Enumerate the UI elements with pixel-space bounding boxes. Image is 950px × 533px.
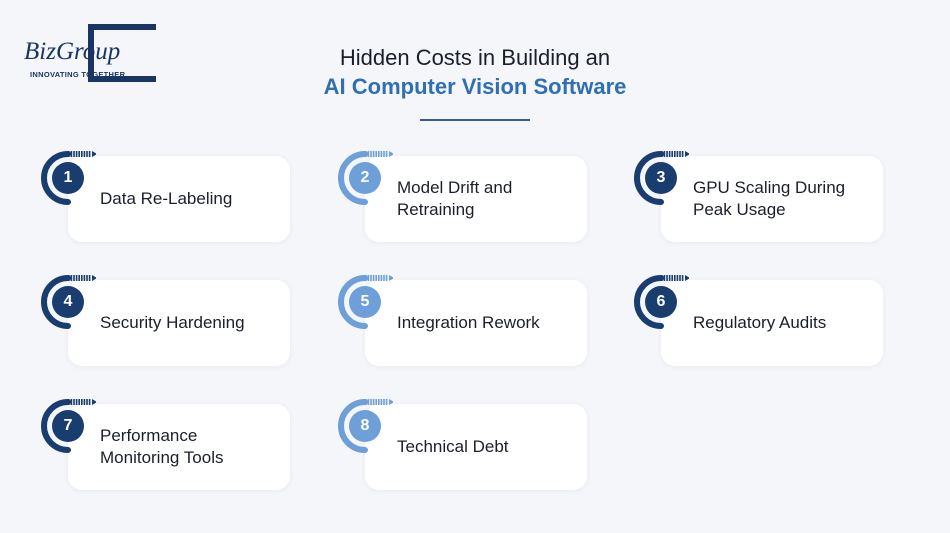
cost-card-6: 6 Regulatory Audits (633, 274, 883, 366)
card-number: 2 (349, 162, 381, 194)
progress-ring-icon (338, 151, 393, 205)
card-box (68, 280, 290, 366)
card-box (661, 280, 883, 366)
progress-ring-icon (634, 151, 689, 205)
progress-ring-icon (634, 275, 689, 329)
card-label: Integration Rework (397, 313, 540, 332)
title-underline (420, 119, 530, 121)
card-number: 1 (52, 162, 84, 194)
card-box (68, 156, 290, 242)
cost-card-5: 5 Integration Rework (337, 274, 587, 366)
progress-ring-icon (41, 151, 96, 205)
card-box (365, 156, 587, 242)
progress-ring-icon (41, 275, 96, 329)
card-box (661, 156, 883, 242)
cost-card-4: 4 Security Hardening (40, 274, 290, 366)
card-label: Model Drift and Retraining (397, 178, 513, 219)
card-box (68, 404, 290, 490)
card-label: GPU Scaling During Peak Usage (693, 178, 846, 219)
card-box (365, 404, 587, 490)
cost-card-3: 3 GPU Scaling During Peak Usage (633, 150, 883, 242)
card-number: 6 (645, 286, 677, 318)
card-box (365, 280, 587, 366)
logo-frame-inner (94, 30, 156, 76)
card-number: 4 (52, 286, 84, 318)
cost-card-7: 7 Performance Monitoring Tools (40, 398, 290, 490)
progress-ring-icon (41, 399, 96, 453)
card-number: 8 (349, 410, 381, 442)
logo-tagline: INNOVATING TOGETHER (30, 70, 126, 79)
card-number: 5 (349, 286, 381, 318)
progress-ring-icon (338, 399, 393, 453)
card-label: Regulatory Audits (693, 313, 827, 332)
bizgroup-logo[interactable]: BizGroup INNOVATING TOGETHER (22, 24, 156, 84)
card-number: 3 (645, 162, 677, 194)
card-label: Security Hardening (100, 313, 245, 332)
title-line-1: Hidden Costs in Building an (339, 45, 611, 70)
title-line-2: AI Computer Vision Software (323, 74, 627, 99)
card-label: Performance Monitoring Tools (100, 426, 224, 467)
progress-ring-icon (338, 275, 393, 329)
cost-card-1: 1 Data Re-Labeling (40, 150, 290, 242)
card-label: Technical Debt (397, 437, 509, 456)
card-number: 7 (52, 410, 84, 442)
cost-card-8: 8 Technical Debt (337, 398, 587, 490)
logo-text: BizGroup (24, 38, 121, 65)
cost-card-2: 2 Model Drift and Retraining (337, 150, 587, 242)
card-label: Data Re-Labeling (100, 189, 233, 208)
page-title: Hidden Costs in Building an AI Computer … (0, 43, 950, 101)
